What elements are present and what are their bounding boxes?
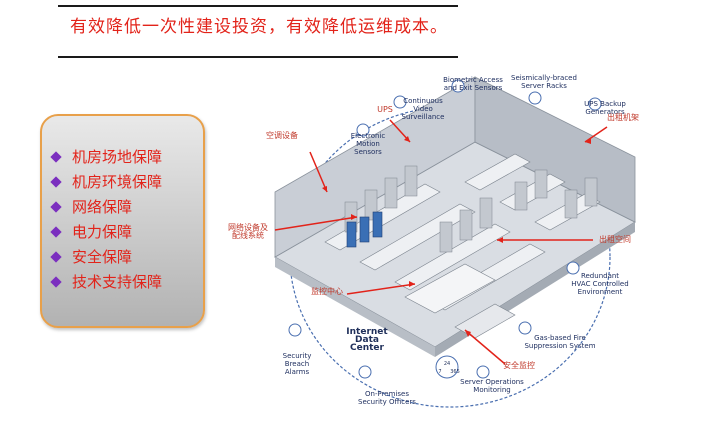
callout-rack-rental: 出租机架 bbox=[607, 113, 639, 122]
badge-left-number: 7 bbox=[438, 369, 441, 375]
guarantee-label: 机房场地保障 bbox=[72, 148, 163, 166]
callout-security-monitor: 安全监控 bbox=[503, 361, 535, 370]
diamond-bullet-icon bbox=[50, 150, 62, 163]
guarantee-item: 安全保障 bbox=[50, 244, 162, 269]
diamond-bullet-icon bbox=[50, 275, 62, 288]
guarantee-list: 机房场地保障 机房环境保障 网络保障 电力保障 安全保障 技术支持保障 bbox=[50, 144, 163, 294]
data-center-diagram: 24 7 365 Biometric Access and Exit Senso… bbox=[228, 72, 645, 414]
breach-alarms-label: Security Breach Alarms bbox=[282, 352, 312, 376]
header-bottom-rule bbox=[58, 56, 458, 58]
guarantee-label: 网络保障 bbox=[72, 198, 133, 216]
diamond-bullet-icon bbox=[50, 250, 62, 263]
guarantee-item: 网络保障 bbox=[50, 194, 162, 219]
callout-network: 网络设备及 配线系统 bbox=[228, 223, 268, 240]
callout-ac: 空调设备 bbox=[266, 131, 298, 140]
badge-right-number: 365 bbox=[450, 369, 460, 375]
guarantee-item: 电力保障 bbox=[50, 219, 162, 244]
callout-monitor-center: 监控中心 bbox=[311, 287, 343, 296]
guarantee-label: 安全保障 bbox=[72, 248, 133, 266]
headline: 有效降低一次性建设投资，有效降低运维成本。 bbox=[70, 17, 448, 37]
guarantee-item: 机房场地保障 bbox=[50, 144, 163, 169]
callout-ups: UPS bbox=[377, 105, 393, 114]
biometric-label: Biometric Access and Exit Sensors bbox=[443, 76, 503, 92]
diamond-bullet-icon bbox=[50, 175, 62, 188]
guarantee-panel: 机房场地保障 机房环境保障 网络保障 电力保障 安全保障 技术支持保障 bbox=[40, 114, 205, 328]
idc-title: Internet Data Center bbox=[346, 327, 388, 353]
hvac-label: Redundant HVAC Controlled Environment bbox=[571, 272, 629, 296]
callout-space-rental: 出租空间 bbox=[599, 235, 631, 244]
guarantee-item: 技术支持保障 bbox=[50, 269, 163, 294]
diamond-bullet-icon bbox=[50, 200, 62, 213]
badge-top-number: 24 bbox=[444, 361, 450, 367]
motion-sensors-label: Electronic Motion Sensors bbox=[350, 132, 386, 156]
diamond-bullet-icon bbox=[50, 225, 62, 238]
guarantee-label: 机房环境保障 bbox=[72, 173, 163, 191]
ups-generators-label: UPS Backup Generators bbox=[584, 100, 626, 116]
guarantee-label: 电力保障 bbox=[72, 223, 133, 241]
server-racks-label: Seismically-braced Server Racks bbox=[511, 74, 577, 90]
fire-suppression-label: Gas-based Fire Suppression System bbox=[524, 334, 596, 350]
header-top-rule bbox=[58, 5, 458, 7]
data-center-illustration: 24 7 365 bbox=[273, 76, 637, 408]
server-operations-label: Server Operations Monitoring bbox=[460, 378, 524, 394]
video-surveillance-label: Continuous Video Surveillance bbox=[401, 97, 445, 121]
security-officers-label: On-Premises Security Officers bbox=[358, 390, 416, 406]
guarantee-item: 机房环境保障 bbox=[50, 169, 163, 194]
guarantee-label: 技术支持保障 bbox=[72, 273, 163, 291]
